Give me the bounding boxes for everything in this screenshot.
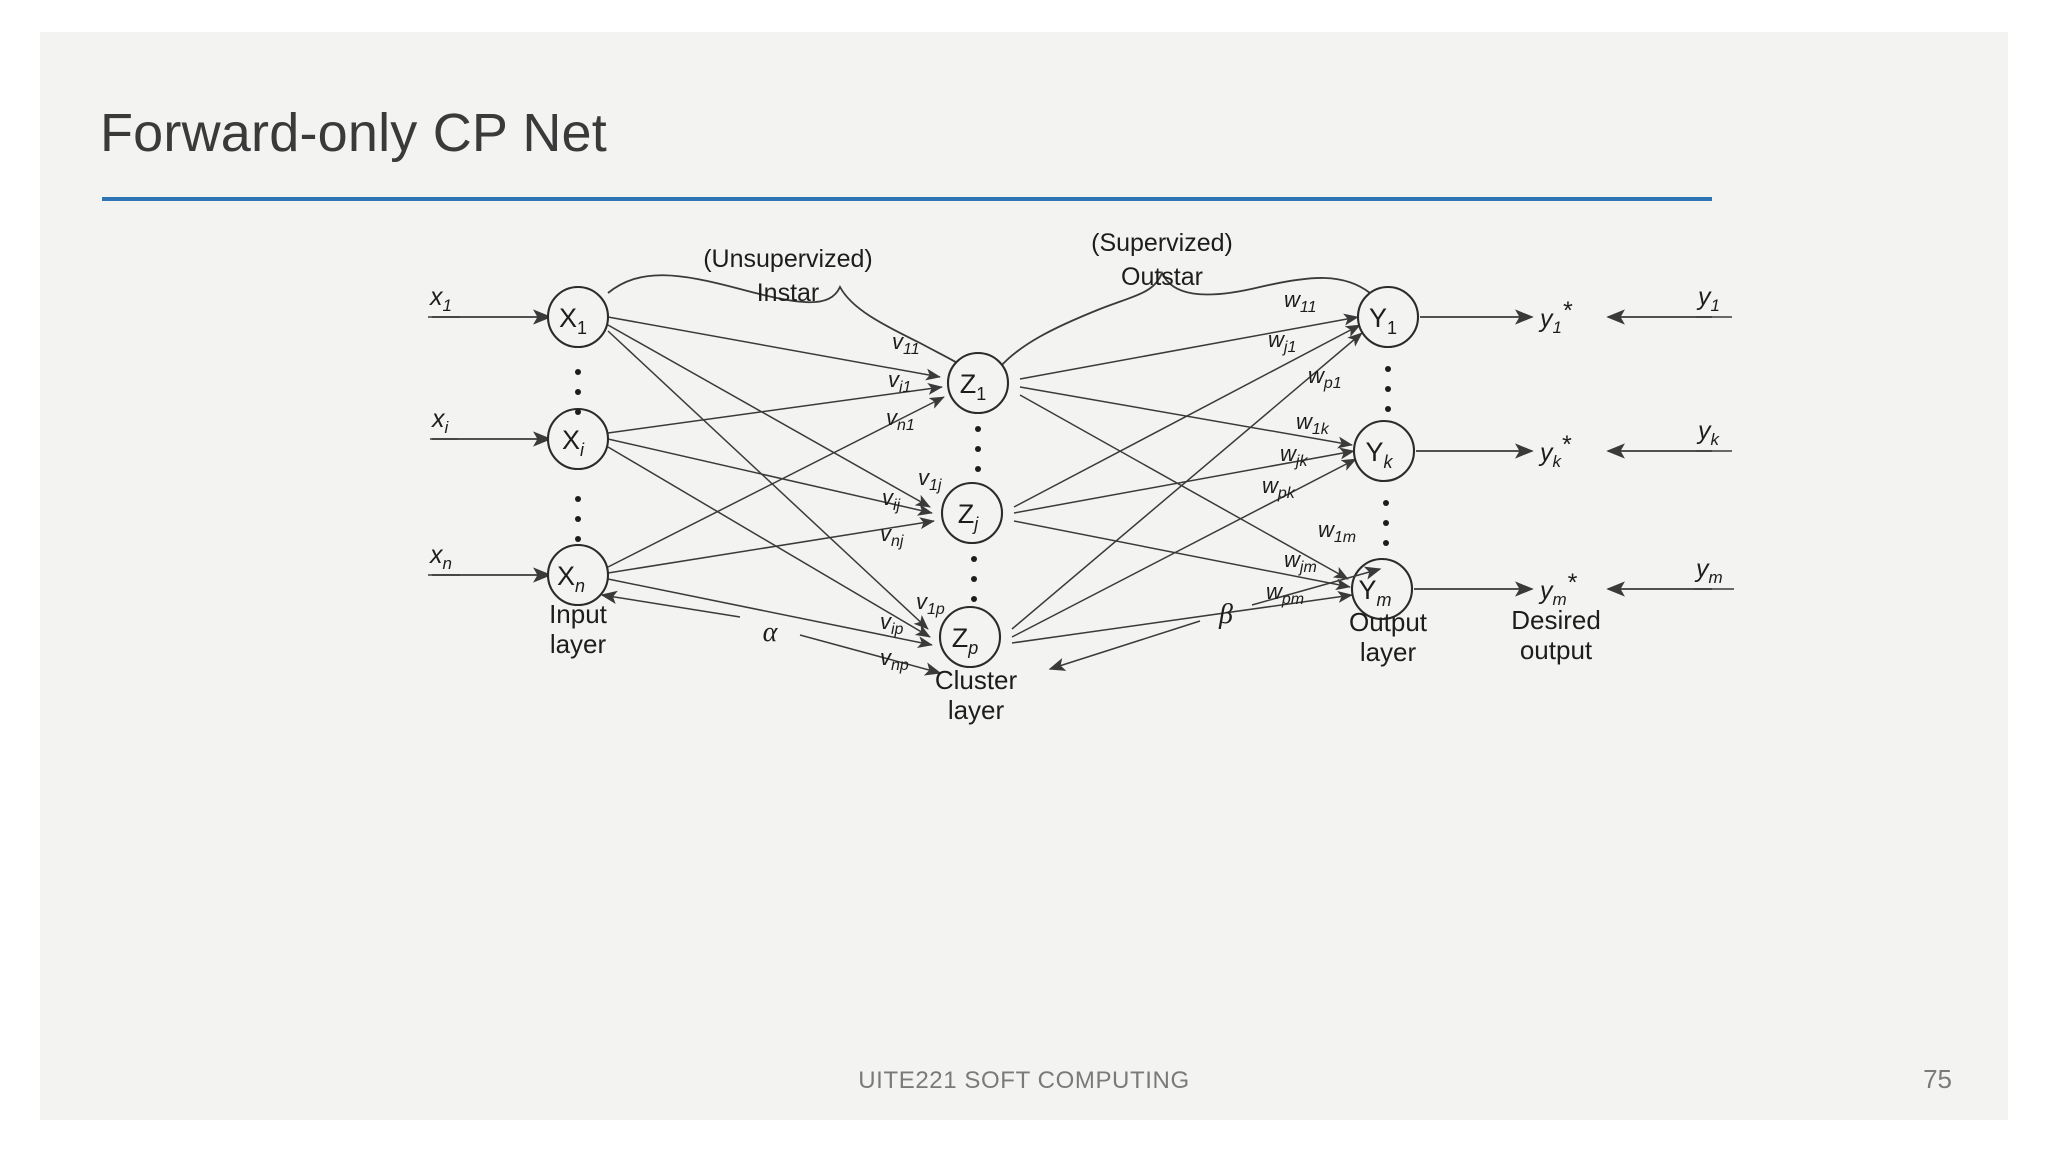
svg-text:v11: v11 bbox=[892, 329, 920, 358]
cluster-vertical-ellipsis bbox=[971, 426, 981, 602]
input-signal-label-x1: x1 bbox=[428, 283, 460, 318]
instar-label-line1: (Unsupervized) bbox=[703, 245, 873, 273]
svg-text:w11: w11 bbox=[1284, 287, 1317, 316]
instar-label-line2: Instar bbox=[757, 279, 820, 307]
computed-output-label-ym: ym* bbox=[1538, 569, 1578, 609]
label-x1-text: x1 bbox=[429, 283, 452, 315]
cluster-node-zp: Zp bbox=[938, 605, 1002, 669]
svg-text:layer: layer bbox=[550, 629, 607, 659]
input-signal-label-xi: xi bbox=[430, 405, 458, 440]
svg-text:wj1: wj1 bbox=[1268, 327, 1296, 356]
svg-text:wjm: wjm bbox=[1284, 547, 1317, 576]
svg-text:vnj: vnj bbox=[880, 521, 904, 550]
svg-text:wjk: wjk bbox=[1280, 441, 1308, 470]
svg-text:y1: y1 bbox=[1696, 283, 1720, 315]
footer-course-label: UITE221 SOFT COMPUTING bbox=[858, 1067, 1190, 1094]
outstar-connections bbox=[1011, 313, 1363, 644]
svg-text:wpm: wpm bbox=[1266, 579, 1304, 608]
cluster-node-z1: Z1 bbox=[946, 351, 1010, 415]
svg-text:y1*: y1* bbox=[1538, 297, 1573, 337]
svg-text:Zj: Zj bbox=[958, 499, 980, 534]
desired-output-label-ym: ym bbox=[1694, 555, 1734, 590]
outstar-group-label: (Supervized) Outstar bbox=[1091, 229, 1233, 291]
outstar-label-line2: Outstar bbox=[1121, 263, 1203, 291]
svg-text:vip: vip bbox=[880, 609, 904, 638]
computed-output-label-yk: yk* bbox=[1538, 431, 1572, 471]
slide-page-number: 75 bbox=[1923, 1064, 1952, 1094]
svg-text:ym*: ym* bbox=[1538, 569, 1578, 609]
output-node-yk: Yk bbox=[1352, 419, 1416, 483]
svg-text:layer: layer bbox=[1360, 637, 1417, 667]
input-node-xi: Xi bbox=[546, 407, 610, 471]
input-layer-label: Input layer bbox=[549, 599, 608, 659]
outstar-label-line1: (Supervized) bbox=[1091, 229, 1233, 257]
desired-output-label-y1: y1 bbox=[1696, 283, 1732, 318]
svg-text:layer: layer bbox=[948, 695, 1005, 725]
label-xn-text: xn bbox=[429, 541, 452, 573]
svg-text:ym: ym bbox=[1694, 555, 1723, 587]
input-signal-label-xn: xn bbox=[428, 541, 460, 576]
input-signal-arrows bbox=[432, 309, 552, 583]
output-layer-label: Output layer bbox=[1349, 607, 1428, 667]
svg-text:v1j: v1j bbox=[918, 465, 942, 494]
svg-text:Input: Input bbox=[549, 599, 608, 629]
svg-text:w1m: w1m bbox=[1318, 517, 1356, 546]
svg-text:Output: Output bbox=[1349, 607, 1428, 637]
instar-brace bbox=[607, 274, 969, 372]
output-vertical-ellipsis bbox=[1383, 366, 1391, 546]
svg-text:Cluster: Cluster bbox=[935, 665, 1018, 695]
output-node-y1: Y1 bbox=[1356, 285, 1420, 349]
svg-text:v1p: v1p bbox=[916, 589, 945, 618]
label-xi-text: xi bbox=[431, 405, 450, 437]
svg-text:yk: yk bbox=[1696, 417, 1721, 449]
title-underline-rule bbox=[102, 197, 1712, 201]
cp-net-diagram: X1 Xi Xn Z1 Zj Zp bbox=[40, 217, 2008, 777]
page-title: Forward-only CP Net bbox=[100, 103, 607, 163]
alpha-label: α bbox=[763, 617, 779, 648]
cluster-layer-label: Cluster layer bbox=[935, 665, 1018, 725]
input-node-xn: Xn bbox=[546, 543, 610, 607]
alpha-range-arrows bbox=[600, 590, 942, 676]
desired-output-label: Desired output bbox=[1511, 605, 1601, 665]
slide-canvas: Forward-only CP Net bbox=[40, 32, 2008, 1120]
svg-text:output: output bbox=[1520, 635, 1593, 665]
desired-output-label-yk: yk bbox=[1696, 417, 1732, 452]
v-weight-labels: v11 vi1 vn1 v1j vij vnj v1p vip vnp bbox=[880, 329, 945, 674]
svg-text:yk*: yk* bbox=[1538, 431, 1572, 471]
svg-text:w1k: w1k bbox=[1296, 409, 1330, 438]
beta-label: β bbox=[1218, 599, 1233, 630]
svg-text:wp1: wp1 bbox=[1308, 363, 1342, 392]
beta-range-arrows bbox=[1048, 566, 1382, 671]
svg-text:vnp: vnp bbox=[880, 645, 909, 674]
svg-text:Desired: Desired bbox=[1511, 605, 1601, 635]
outstar-brace bbox=[999, 270, 1371, 368]
cluster-node-zj: Zj bbox=[940, 481, 1004, 545]
instar-group-label: (Unsupervized) Instar bbox=[703, 245, 873, 307]
computed-output-label-y1: y1* bbox=[1538, 297, 1573, 337]
svg-text:wpk: wpk bbox=[1262, 473, 1296, 502]
instar-connections bbox=[607, 316, 945, 649]
input-vertical-ellipsis bbox=[575, 369, 581, 542]
input-node-x1: X1 bbox=[546, 285, 610, 349]
svg-text:vn1: vn1 bbox=[886, 405, 915, 434]
desired-output-arrows bbox=[1606, 309, 1712, 597]
computed-output-arrows bbox=[1414, 309, 1534, 597]
svg-text:Xi: Xi bbox=[562, 425, 585, 460]
